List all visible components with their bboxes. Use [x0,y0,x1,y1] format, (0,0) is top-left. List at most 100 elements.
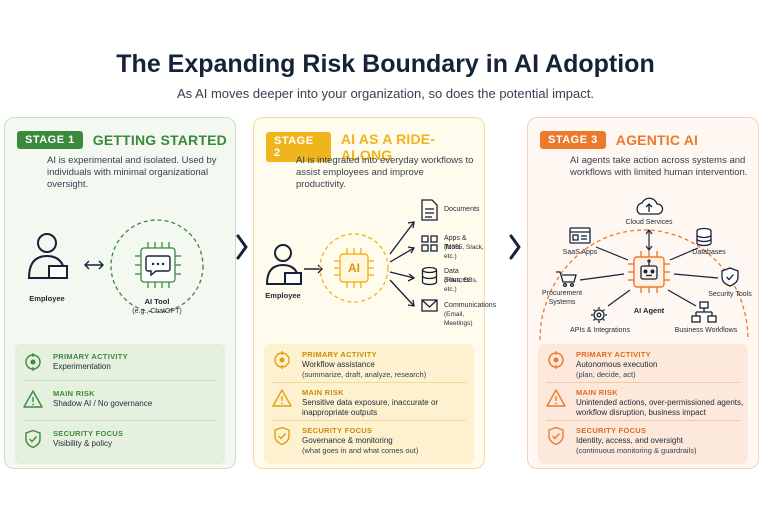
row-detail: (what goes in and what comes out) [302,446,419,455]
row-value: Unintended actions, over-permissioned ag… [576,398,744,417]
ai-core-label: AI [348,261,360,275]
primary-activity-row: PRIMARY ACTIVITY Autonomous execution (p… [546,349,746,387]
stage-3-card: STAGE 3 AGENTIC AI AI agents take action… [527,117,759,469]
row-label: SECURITY FOCUS [302,426,373,435]
row-detail: (plan, decide, act) [576,370,636,379]
stage-2-diagram [265,199,438,312]
database-icon [421,266,438,286]
page-subtitle: As AI moves deeper into your organizatio… [177,86,594,101]
shield-icon [274,426,290,446]
target-sublabel: (Email, Meetings) [444,311,473,327]
mail-icon [421,299,438,312]
procurement-label: Procurement Systems [541,290,583,306]
target-icon [548,351,564,369]
employee-icon [265,244,302,285]
employee-label: Employee [29,294,65,303]
divider [272,382,466,383]
row-value: Visibility & policy [53,439,112,448]
main-risk-row: MAIN RISK Sensitive data exposure, inacc… [272,387,472,425]
primary-activity-row: PRIMARY ACTIVITY Experimentation [23,351,223,389]
stage-description: AI is integrated into everyday workflows… [296,155,474,190]
row-value: Autonomous execution [576,360,658,369]
ai-tool-label: AI Tool [144,297,170,306]
chevron-right-icon [509,234,521,260]
shopping-cart-icon [556,271,577,288]
target-icon [274,351,290,369]
stage-2-card: STAGE 2 AI AS A RIDE-ALONG AI is integra… [253,117,496,469]
stage-title: AGENTIC AI [615,132,699,148]
row-label: SECURITY FOCUS [53,429,124,438]
saas-app-icon [569,227,591,244]
stage-3-diagram [539,197,749,341]
database-icon [696,227,712,247]
row-value: Experimentation [53,362,111,371]
divider [546,382,740,383]
connection-arrows [579,229,719,307]
target-label: Data Sources [444,268,470,284]
workflows-label: Business Workflows [674,327,738,334]
page-title: The Expanding Risk Boundary in AI Adopti… [116,50,655,78]
target-label: Documents [444,206,480,213]
employee-icon [27,233,68,279]
row-value: Governance & monitoring [302,436,393,445]
row-label: MAIN RISK [53,389,95,398]
divider [272,420,466,421]
ai-agent-label: AI Agent [633,306,665,315]
stage-1-card: STAGE 1 GETTING STARTED AI is experiment… [4,117,236,469]
divider [23,380,217,381]
target-label: Apps & Tools [444,235,467,251]
chat-bubble-icon [145,255,171,277]
ai-core-boundary [319,233,389,303]
document-icon [421,199,438,221]
bidirectional-arrow-icon [84,260,104,270]
row-label: PRIMARY ACTIVITY [53,352,128,361]
stage-3-summary-panel: PRIMARY ACTIVITY Autonomous execution (p… [538,344,748,464]
stage-1-diagram [27,219,204,313]
row-label: MAIN RISK [576,388,618,397]
security-tools-label: Security Tools [708,291,752,298]
robot-icon [640,259,658,280]
primary-activity-row: PRIMARY ACTIVITY Workflow assistance (su… [272,349,472,387]
agent-boundary [539,229,749,341]
gear-icon [591,307,607,323]
row-label: PRIMARY ACTIVITY [302,350,377,359]
shield-icon [548,426,564,446]
chip-icon [334,248,374,288]
apis-label: APIs & Integrations [570,327,630,334]
arrow-icon [304,264,323,274]
row-label: MAIN RISK [302,388,344,397]
workflow-icon [691,301,717,323]
main-risk-row: MAIN RISK Shadow AI / No governance [23,388,223,426]
row-label: SECURITY FOCUS [576,426,647,435]
ai-tool-boundary [110,219,204,313]
ai-tool-sublabel: (e.g., ChatGPT) [132,308,182,315]
target-sublabel: (Files, DBs, etc.) [444,277,478,293]
stage-badge: STAGE 3 [540,131,606,149]
row-value: Sensitive data exposure, inaccurate or i… [302,398,439,417]
security-focus-row: SECURITY FOCUS Visibility & policy [23,428,223,466]
security-focus-row: SECURITY FOCUS Governance & monitoring (… [272,425,472,463]
warning-icon [23,390,43,408]
divider [546,420,740,421]
stage-description: AI is experimental and isolated. Used by… [47,155,217,190]
cloud-icon [636,197,664,215]
row-detail: (summarize, draft, analyze, research) [302,370,427,379]
security-focus-row: SECURITY FOCUS Identity, access, and ove… [546,425,746,463]
main-risk-row: MAIN RISK Unintended actions, over-permi… [546,387,746,425]
shield-icon [25,429,41,449]
stage-title: GETTING STARTED [92,132,227,148]
cloud-services-label: Cloud Services [625,219,673,226]
fan-out-arrows [389,221,416,307]
row-value: Identity, access, and oversight [576,436,684,445]
divider [23,420,217,421]
stage-badge: STAGE 1 [17,131,83,149]
apps-grid-icon [421,235,438,252]
shield-check-icon [721,267,739,287]
target-sublabel: (M365, Slack, etc.) [444,244,484,260]
warning-icon [272,389,292,407]
stage-description: AI agents take action across systems and… [570,155,748,178]
stage-1-summary-panel: PRIMARY ACTIVITY Experimentation MAIN RI… [15,344,225,464]
databases-label: Databases [692,249,726,256]
row-label: PRIMARY ACTIVITY [576,350,651,359]
saas-apps-label: SaaS Apps [562,249,598,256]
